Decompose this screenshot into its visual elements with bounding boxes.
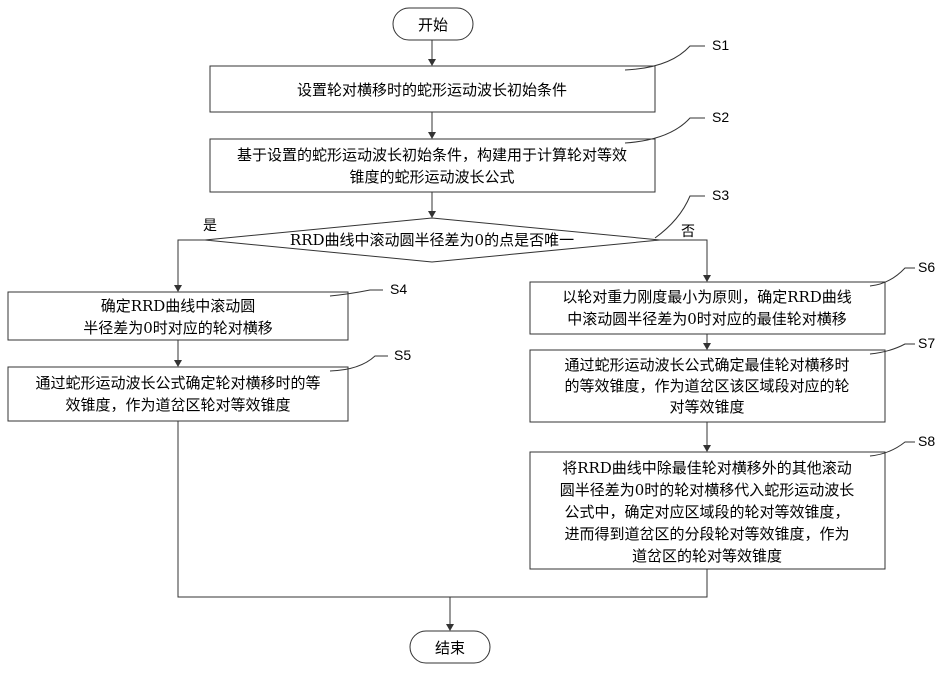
- s7-text-line1: 通过蛇形运动波长公式确定最佳轮对横移时: [564, 356, 849, 374]
- s2-text-line2: 锥度的蛇形运动波长公式: [349, 168, 514, 186]
- no-label: 否: [681, 223, 695, 239]
- s4-text-line2: 半径差为0时对应的轮对横移: [83, 319, 273, 337]
- s3-callout-label: S3: [712, 187, 729, 203]
- arrowhead-s5: [174, 360, 182, 367]
- s8-text-line5: 道岔区的轮对等效锥度: [632, 547, 782, 565]
- arrowhead-s8: [703, 445, 711, 452]
- connector-yes-branch: [178, 240, 205, 286]
- arrowhead-s4: [174, 285, 182, 292]
- arrowhead-s1: [428, 59, 436, 66]
- s6-callout-label: S6: [918, 259, 935, 275]
- arrowhead-s2: [428, 132, 436, 139]
- s8-text-line1: 将RRD曲线中除最佳轮对横移外的其他滚动: [562, 459, 852, 477]
- s8-text-line3: 公式中，确定对应区域段的轮对等效锥度，: [564, 503, 849, 521]
- s8-callout-label: S8: [918, 433, 935, 449]
- s2-text-line1: 基于设置的蛇形运动波长初始条件，构建用于计算轮对等效: [237, 146, 627, 164]
- s6-text-line1: 以轮对重力刚度最小为原则，确定RRD曲线: [562, 288, 852, 306]
- yes-label: 是: [203, 217, 217, 233]
- s7-callout-label: S7: [918, 335, 935, 351]
- s1-text: 设置轮对横移时的蛇形运动波长初始条件: [297, 81, 567, 99]
- s4-callout-label: S4: [390, 281, 407, 297]
- s8-text-line4: 进而得到道岔区的分段轮对等效锥度，作为: [564, 525, 849, 543]
- s8-text-line2: 圆半径差为0时的轮对横移代入蛇形运动波长: [560, 481, 855, 499]
- arrowhead-s6: [703, 275, 711, 282]
- s6-text-line2: 中滚动圆半径差为0时对应的最佳轮对横移: [567, 310, 847, 328]
- s1-callout-label: S1: [712, 37, 729, 53]
- connector-no-branch: [660, 240, 707, 276]
- s7-text-line3: 对等效锥度: [669, 398, 744, 416]
- s5-callout-label: S5: [394, 347, 411, 363]
- connector-s5-merge: [178, 421, 450, 597]
- s7-text-line2: 的等效锥度，作为道岔区该区域段对应的轮: [564, 377, 849, 395]
- s3-text: RRD曲线中滚动圆半径差为0的点是否唯一: [290, 231, 574, 249]
- s3-callout-line: [655, 196, 705, 238]
- s5-text-line1: 通过蛇形运动波长公式确定轮对横移时的等: [35, 374, 320, 392]
- start-label: 开始: [418, 16, 448, 34]
- s4-text-line1: 确定RRD曲线中滚动圆: [101, 297, 256, 315]
- arrowhead-end: [446, 624, 454, 631]
- s2-callout-label: S2: [712, 109, 729, 125]
- arrowhead-s3: [428, 211, 436, 218]
- arrowhead-s7: [703, 343, 711, 350]
- s5-text-line2: 效锥度，作为道岔区轮对等效锥度: [65, 396, 290, 414]
- end-label: 结束: [435, 639, 465, 657]
- connector-s8-merge: [450, 569, 707, 597]
